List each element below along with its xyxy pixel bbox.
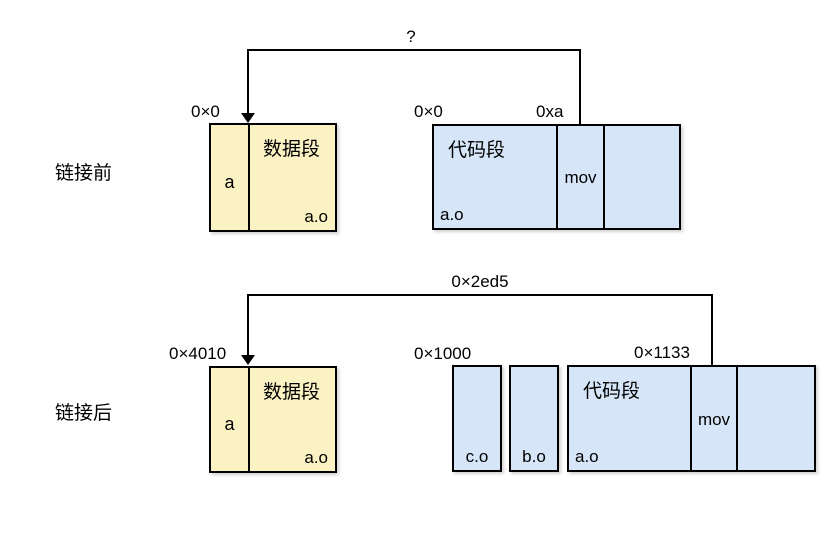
before-code-address: 0×0 [414,102,443,121]
after-arrowhead-down-icon [241,355,255,365]
after-row-label: 链接后 [55,403,113,424]
segment-divider [690,365,692,472]
object-file-label: a.o [304,207,328,226]
segment-divider [736,365,738,472]
object-file-label: a.o [575,447,599,466]
before-connector-vline-right [579,49,581,124]
object-box-co: c.o [452,365,502,472]
object-box-bo: b.o [509,365,559,472]
before-data-segment-box: a 数据段 a.o [209,123,337,232]
before-arrowhead-down-icon [241,113,255,123]
before-connector-hline [248,49,581,51]
segment-divider [248,366,250,473]
variable-label: a [224,414,235,434]
before-code-segment-box: 代码段 mov a.o [432,124,681,230]
before-connector-label: ? [406,27,416,46]
mov-instruction-label: mov [564,168,597,187]
code-segment-title: 代码段 [583,381,641,402]
after-data-address: 0×4010 [169,344,227,363]
after-connector-shaft [247,294,249,356]
code-segment-title: 代码段 [448,140,506,161]
object-file-label: a.o [440,205,464,224]
variable-label: a [224,172,235,192]
after-code-segment-box: 代码段 mov a.o [567,365,816,472]
object-file-label: a.o [304,448,328,467]
before-data-address: 0×0 [191,102,220,121]
after-connector-hline [248,294,713,296]
after-objects-address: 0×1000 [414,344,472,363]
before-connector-shaft [247,49,249,114]
after-connector-vline-right [711,294,713,365]
data-segment-title: 数据段 [263,382,321,403]
after-code-address: 0×1133 [634,343,690,362]
before-mov-address: 0xa [536,102,564,121]
after-connector-label: 0×2ed5 [451,272,509,291]
data-segment-title: 数据段 [263,139,321,160]
before-row-label: 链接前 [55,163,113,184]
mov-instruction-label: mov [697,410,731,429]
object-file-label: b.o [522,447,546,466]
segment-divider [603,124,605,230]
object-file-label: c.o [465,447,489,466]
segment-divider [556,124,558,230]
after-data-segment-box: a 数据段 a.o [209,366,337,473]
segment-divider [248,123,250,232]
